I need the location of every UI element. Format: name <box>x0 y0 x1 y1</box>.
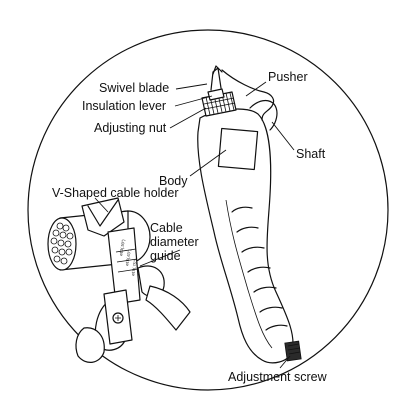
label-v-shaped-cable-holder: V-Shaped cable holder <box>52 186 178 200</box>
label-adjusting-nut: Adjusting nut <box>94 121 167 135</box>
nut-neck <box>207 88 225 101</box>
grip-contour <box>225 199 273 349</box>
shaft-wire <box>221 69 275 121</box>
guide-tick-19: ø19(.75") <box>130 258 138 276</box>
guide-tick-13: ø13(.50") <box>118 238 126 256</box>
cable-strands <box>50 222 74 265</box>
label-adjustment-screw: Adjustment screw <box>228 370 328 384</box>
label-cable-guide-line1: Cable <box>150 221 183 235</box>
pusher-wire <box>249 99 278 131</box>
leader-insulation-lever <box>174 95 213 107</box>
leader-lines <box>94 81 295 369</box>
label-cable-guide-line3: guide <box>150 249 181 263</box>
leader-v-holder <box>94 197 109 213</box>
leader-body <box>189 149 227 177</box>
tool-illustration <box>197 65 302 364</box>
leader-shaft <box>271 121 295 151</box>
adjustment-screw <box>284 340 302 362</box>
leader-swivel-blade <box>175 83 208 90</box>
label-shaft: Shaft <box>296 147 326 161</box>
body-window <box>217 127 259 171</box>
cable-end <box>47 217 77 271</box>
leader-pusher <box>245 81 267 97</box>
cable-and-hand-illustration: ø13(.50") ø16(.63") ø19(.75") <box>47 197 191 363</box>
leader-adjustment-screw <box>279 355 291 369</box>
guide-scale-lines <box>115 248 139 273</box>
grip-ridges <box>231 206 288 331</box>
guide-tick-16: ø16(.63") <box>124 248 132 266</box>
label-body: Body <box>159 174 188 188</box>
leader-adjusting-nut <box>169 107 207 129</box>
v-notch <box>87 199 119 227</box>
label-cable-guide-line2: diameter <box>150 235 199 249</box>
label-insulation-lever: Insulation lever <box>82 99 166 113</box>
finger-bottom <box>75 327 105 363</box>
label-pusher: Pusher <box>268 70 308 84</box>
finger-upper <box>145 285 191 331</box>
blade-tip <box>212 65 223 75</box>
guide-bar <box>107 227 141 305</box>
frame-circle <box>27 29 389 391</box>
label-swivel-blade: Swivel blade <box>99 81 169 95</box>
swivel-blade <box>210 67 222 91</box>
leader-cable-guide <box>139 249 181 267</box>
